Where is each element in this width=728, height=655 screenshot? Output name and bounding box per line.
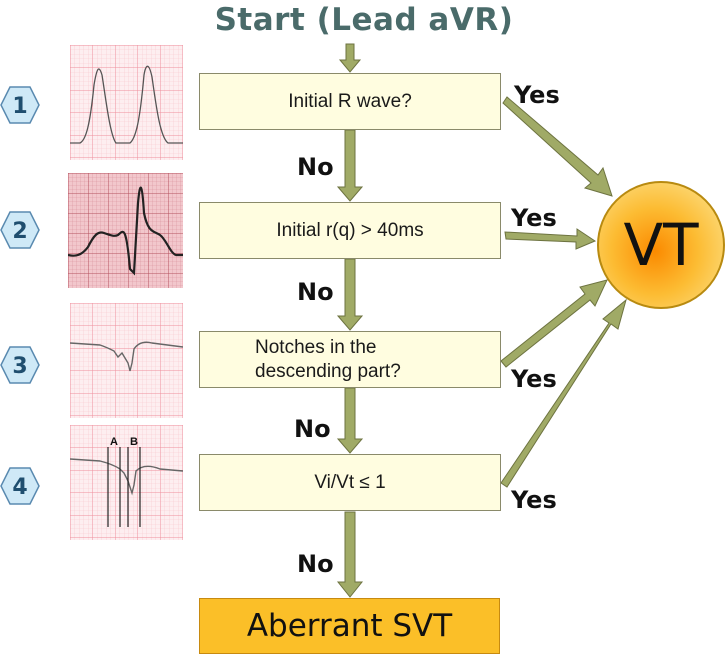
arrow-down-1	[338, 130, 362, 201]
ecg-strip-2	[68, 173, 183, 288]
arrow-yes-4	[501, 300, 626, 487]
ecg-4-label-a: A	[110, 436, 118, 448]
step-4-hexagon: 4	[0, 466, 40, 506]
yes-label-4: Yes	[511, 486, 557, 514]
question-box-4: Vi/Vt ≤ 1	[199, 454, 501, 511]
arrow-yes-1	[503, 97, 612, 196]
question-box-3: Notches in the descending part?	[199, 331, 501, 388]
question-box-1: Initial R wave?	[199, 73, 501, 130]
arrow-yes-2	[505, 229, 595, 249]
question-3-line-2: descending part?	[255, 360, 401, 384]
outcome-svt-box: Aberrant SVT	[199, 598, 500, 654]
outcome-vt-circle: VT	[597, 181, 725, 309]
outcome-vt-label: VT	[623, 211, 698, 279]
question-1-text: Initial R wave?	[288, 91, 412, 113]
ecg-strip-3	[70, 303, 183, 418]
step-3-number: 3	[12, 354, 27, 379]
ecg-strip-1	[70, 45, 183, 160]
step-2-number: 2	[12, 219, 27, 244]
no-label-2: No	[297, 278, 334, 306]
question-4-text: Vi/Vt ≤ 1	[314, 472, 385, 494]
yes-label-3: Yes	[511, 365, 557, 393]
no-label-3: No	[294, 415, 331, 443]
question-box-2: Initial r(q) > 40ms	[199, 202, 501, 259]
ecg-4-label-b: B	[130, 436, 138, 448]
ecg-strip-4: A B	[70, 425, 183, 540]
step-4-number: 4	[12, 475, 27, 500]
outcome-svt-label: Aberrant SVT	[247, 608, 452, 644]
yes-label-2: Yes	[511, 204, 557, 232]
no-label-4: No	[297, 550, 334, 578]
arrow-down-4	[338, 512, 362, 597]
step-3-hexagon: 3	[0, 345, 40, 385]
arrow-down-3	[338, 388, 362, 453]
question-2-text: Initial r(q) > 40ms	[276, 220, 423, 242]
arrow-start	[340, 44, 360, 72]
step-1-number: 1	[12, 94, 27, 119]
step-1-hexagon: 1	[0, 85, 40, 125]
question-3-line-1: Notches in the	[255, 336, 401, 360]
yes-label-1: Yes	[514, 81, 560, 109]
no-label-1: No	[297, 153, 334, 181]
arrow-down-2	[338, 259, 362, 330]
step-2-hexagon: 2	[0, 210, 40, 250]
